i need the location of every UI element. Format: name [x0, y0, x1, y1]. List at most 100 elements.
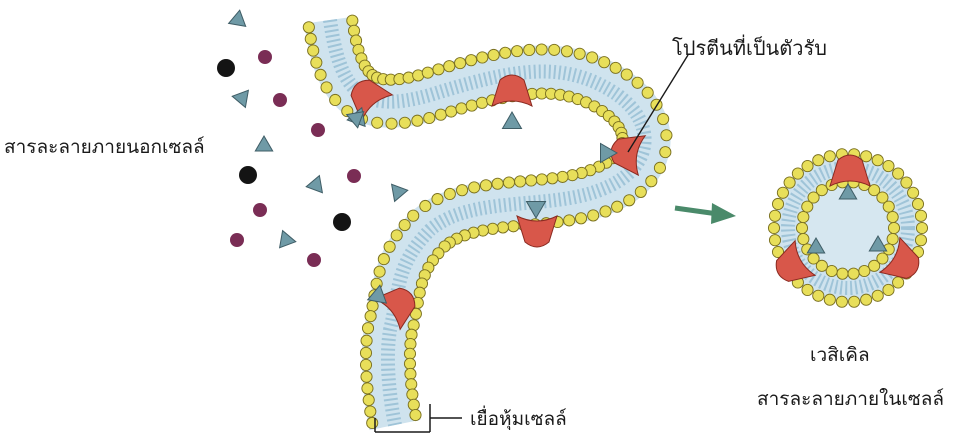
- green-right-arrow-icon: [675, 203, 736, 224]
- lipid-head: [378, 253, 389, 264]
- lipid-head: [361, 335, 372, 346]
- lipid-head: [599, 57, 610, 68]
- lipid-head: [321, 82, 332, 93]
- lipid-head: [488, 49, 499, 60]
- lipid-head: [480, 180, 491, 191]
- lipid-head: [363, 394, 374, 405]
- lipid-head: [798, 211, 809, 222]
- lipid-head: [883, 201, 894, 212]
- lipid-head: [412, 115, 423, 126]
- lipid-head: [901, 177, 912, 188]
- lipid-head: [444, 61, 455, 72]
- lipid-head: [435, 109, 446, 120]
- lipid-head: [915, 210, 926, 221]
- dark-particle: [217, 59, 235, 77]
- lipid-head: [658, 113, 669, 124]
- ligand-triangle: [229, 10, 246, 26]
- lipid-head: [612, 201, 623, 212]
- lipid-head: [547, 173, 558, 184]
- ligand-triangle: [255, 136, 272, 151]
- purple-particle: [311, 123, 325, 137]
- lipid-head: [861, 294, 872, 305]
- lipid-head: [907, 187, 918, 198]
- lipid-head: [367, 417, 378, 428]
- lipid-head: [405, 368, 416, 379]
- lipid-head: [792, 168, 803, 179]
- lipid-head: [887, 211, 898, 222]
- lipid-head: [849, 296, 860, 307]
- lipid-head: [466, 100, 477, 111]
- lipid-head: [600, 206, 611, 217]
- lipid-head: [476, 97, 487, 108]
- lipid-head: [769, 235, 780, 246]
- lipid-head: [305, 33, 316, 44]
- purple-particle: [347, 169, 361, 183]
- lipid-head: [848, 268, 859, 279]
- lipid-head: [883, 284, 894, 295]
- lipid-head: [777, 187, 788, 198]
- lipid-head: [477, 52, 488, 63]
- purple-particle: [230, 233, 244, 247]
- lipid-head: [362, 383, 373, 394]
- lipid-head: [824, 151, 835, 162]
- cell-membrane-label: เยื่อหุ้มเซลล์: [470, 404, 567, 434]
- lipid-head: [836, 296, 847, 307]
- lipid-head: [362, 323, 373, 334]
- lipid-head: [407, 389, 418, 400]
- lipid-head: [399, 219, 410, 230]
- lipid-head: [642, 87, 653, 98]
- lipid-head: [802, 160, 813, 171]
- lipid-head: [404, 348, 415, 359]
- purple-particle: [258, 50, 272, 64]
- lipid-head: [915, 235, 926, 246]
- lipid-head: [632, 77, 643, 88]
- lipid-head: [360, 347, 371, 358]
- ligand-triangle: [503, 112, 522, 129]
- lipid-head: [308, 45, 319, 56]
- purple-particle: [253, 203, 267, 217]
- lipid-head: [587, 52, 598, 63]
- lipid-head: [408, 399, 419, 410]
- lipid-head: [837, 268, 848, 279]
- vesicle-label: เวสิเคิล: [810, 340, 870, 370]
- lipid-head: [536, 174, 547, 185]
- lipid-head: [646, 176, 657, 187]
- lipid-head: [456, 185, 467, 196]
- intracellular-solute-label: สารละลายภายในเซลล์: [757, 384, 944, 414]
- receptor-protein: [517, 216, 557, 247]
- lipid-head: [549, 44, 560, 55]
- cell-membrane: [303, 15, 672, 429]
- lipid-head: [772, 198, 783, 209]
- lipid-head: [455, 58, 466, 69]
- lipid-head: [769, 210, 780, 221]
- lipid-head: [888, 222, 899, 233]
- lipid-head: [497, 222, 508, 233]
- purple-particle: [307, 253, 321, 267]
- lipid-head: [893, 277, 904, 288]
- lipid-head: [654, 162, 665, 173]
- lipid-head: [564, 215, 575, 226]
- lipid-head: [796, 222, 807, 233]
- lipid-head: [469, 182, 480, 193]
- lipid-head: [422, 67, 433, 78]
- dark-particle: [333, 213, 351, 231]
- lipid-head: [824, 294, 835, 305]
- lipid-head: [361, 371, 372, 382]
- lipid-head: [536, 44, 547, 55]
- lipid-head: [798, 233, 809, 244]
- lipid-head: [768, 222, 779, 233]
- lipid-head: [386, 118, 397, 129]
- lipid-head: [391, 230, 402, 241]
- lipid-head: [360, 359, 371, 370]
- lipid-head: [802, 284, 813, 295]
- lipid-head: [524, 44, 535, 55]
- ligand-triangle: [232, 90, 248, 107]
- lipid-head: [916, 222, 927, 233]
- lipid-head: [635, 186, 646, 197]
- lipid-head: [515, 176, 526, 187]
- lipid-head: [456, 103, 467, 114]
- receptor-protein-label: โปรตีนที่เป็นตัวรับ: [672, 32, 827, 64]
- lipid-head: [621, 69, 632, 80]
- ligand-triangle: [306, 176, 322, 193]
- lipid-head: [574, 48, 585, 59]
